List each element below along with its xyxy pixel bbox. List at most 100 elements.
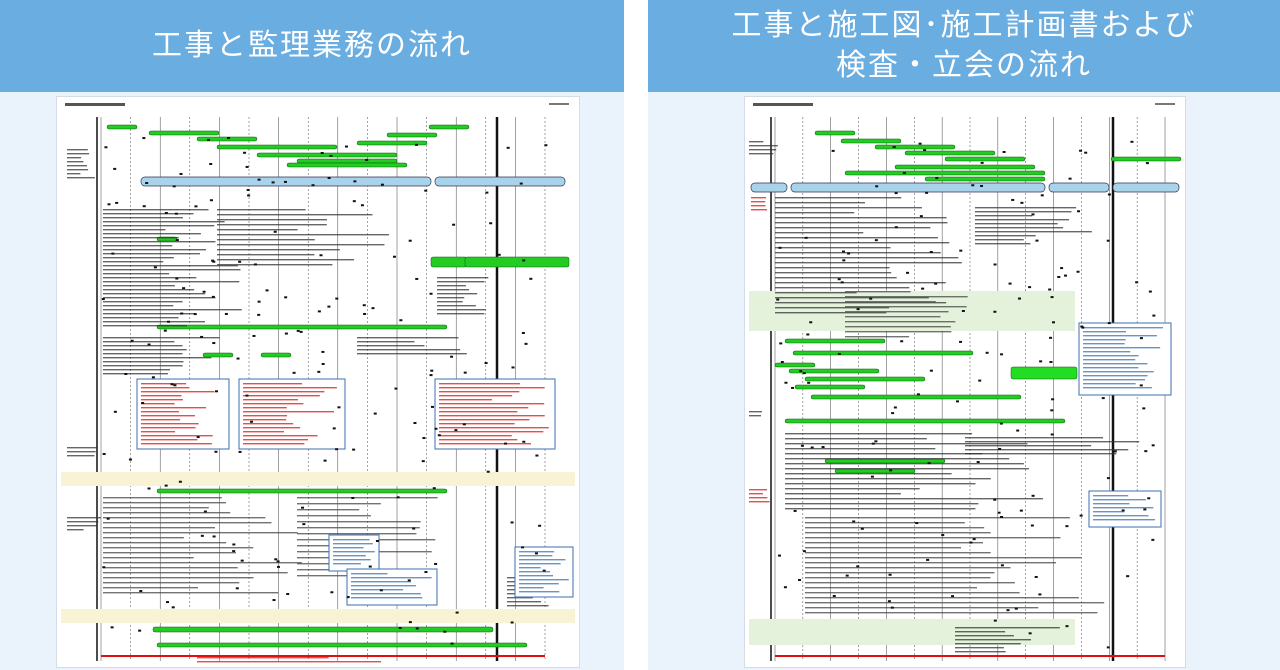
event-marker xyxy=(257,313,261,316)
event-marker xyxy=(235,587,239,590)
text-line xyxy=(103,217,183,219)
right-panel-title-line-1: 工事と施工図･施工計画書および xyxy=(731,8,1197,43)
text-line xyxy=(775,277,897,279)
text-line xyxy=(975,243,1031,245)
event-marker xyxy=(1051,398,1055,401)
event-marker xyxy=(522,440,526,443)
event-marker xyxy=(1002,150,1006,153)
text-line xyxy=(297,509,360,511)
text-line xyxy=(519,575,554,577)
event-marker xyxy=(888,573,892,576)
event-marker xyxy=(1057,276,1061,279)
event-marker xyxy=(353,180,357,183)
event-marker xyxy=(971,184,975,187)
event-marker xyxy=(783,586,787,589)
event-marker xyxy=(889,469,893,472)
text-line xyxy=(805,607,1039,609)
event-marker xyxy=(1030,524,1034,527)
text-line xyxy=(845,306,967,308)
event-marker xyxy=(779,342,783,345)
event-marker xyxy=(107,203,111,206)
event-marker xyxy=(1031,213,1035,216)
event-marker xyxy=(1034,575,1038,578)
event-marker xyxy=(141,402,145,405)
schedule-bar xyxy=(1110,156,1182,162)
text-line xyxy=(103,577,254,579)
event-marker xyxy=(1113,450,1117,453)
event-marker xyxy=(286,593,290,596)
event-marker xyxy=(1145,162,1149,165)
event-marker xyxy=(327,305,331,308)
text-line xyxy=(785,463,1024,465)
event-marker xyxy=(890,606,894,609)
text-line xyxy=(439,395,513,397)
doc-title-mark xyxy=(65,103,125,106)
event-marker xyxy=(1031,494,1035,497)
event-marker xyxy=(521,546,525,549)
event-marker xyxy=(373,412,377,415)
text-line xyxy=(775,227,931,229)
event-marker xyxy=(170,383,174,386)
event-marker xyxy=(1065,525,1069,528)
text-line xyxy=(103,313,197,315)
event-marker xyxy=(106,517,110,520)
event-marker xyxy=(875,185,879,188)
text-line xyxy=(439,427,549,429)
text-line xyxy=(975,219,1070,221)
text-line xyxy=(103,341,175,343)
text-line xyxy=(785,493,901,495)
event-marker xyxy=(462,423,466,426)
event-marker xyxy=(921,287,925,290)
text-line xyxy=(775,252,941,254)
event-marker xyxy=(236,357,240,360)
section-band xyxy=(749,619,1075,645)
text-line xyxy=(103,289,195,291)
event-marker xyxy=(1077,210,1081,213)
event-marker xyxy=(194,205,198,208)
text-line xyxy=(845,316,941,318)
text-line xyxy=(217,239,315,241)
text-line xyxy=(243,383,303,385)
text-line xyxy=(519,551,555,553)
schedule-bar xyxy=(794,384,866,390)
text-line xyxy=(775,312,887,314)
text-line xyxy=(217,224,327,226)
text-line xyxy=(67,451,96,453)
event-marker xyxy=(430,405,434,408)
event-marker xyxy=(1038,593,1042,596)
text-line xyxy=(955,639,1031,641)
schedule-bar xyxy=(844,170,1046,176)
event-marker xyxy=(396,496,400,499)
text-line xyxy=(103,325,187,327)
schedule-bar xyxy=(430,256,468,268)
text-line xyxy=(955,647,1004,649)
schedule-bar xyxy=(810,394,1022,400)
event-marker xyxy=(178,480,182,483)
text-line xyxy=(439,403,545,405)
right-panel: 工事と施工図･施工計画書および 検査・立会の流れ xyxy=(648,0,1280,670)
text-line xyxy=(749,415,762,417)
text-line xyxy=(845,291,911,293)
text-line xyxy=(67,169,89,171)
event-marker xyxy=(831,149,835,152)
schedule-bar xyxy=(904,150,996,156)
text-line xyxy=(1093,495,1129,497)
text-line xyxy=(1083,355,1139,357)
text-line xyxy=(507,597,533,599)
event-marker xyxy=(529,277,533,280)
schedule-bar xyxy=(824,458,946,464)
schedule-bar xyxy=(428,124,470,130)
note-box xyxy=(328,534,380,572)
event-marker xyxy=(346,596,350,599)
event-marker xyxy=(1020,201,1024,204)
event-marker xyxy=(534,552,538,555)
event-marker xyxy=(810,446,814,449)
text-line xyxy=(1083,335,1157,337)
event-marker xyxy=(240,559,244,562)
text-line xyxy=(805,542,983,544)
text-line xyxy=(751,205,766,207)
event-marker xyxy=(935,177,939,180)
text-line xyxy=(217,259,355,261)
event-marker xyxy=(200,534,204,537)
event-marker xyxy=(842,250,846,253)
